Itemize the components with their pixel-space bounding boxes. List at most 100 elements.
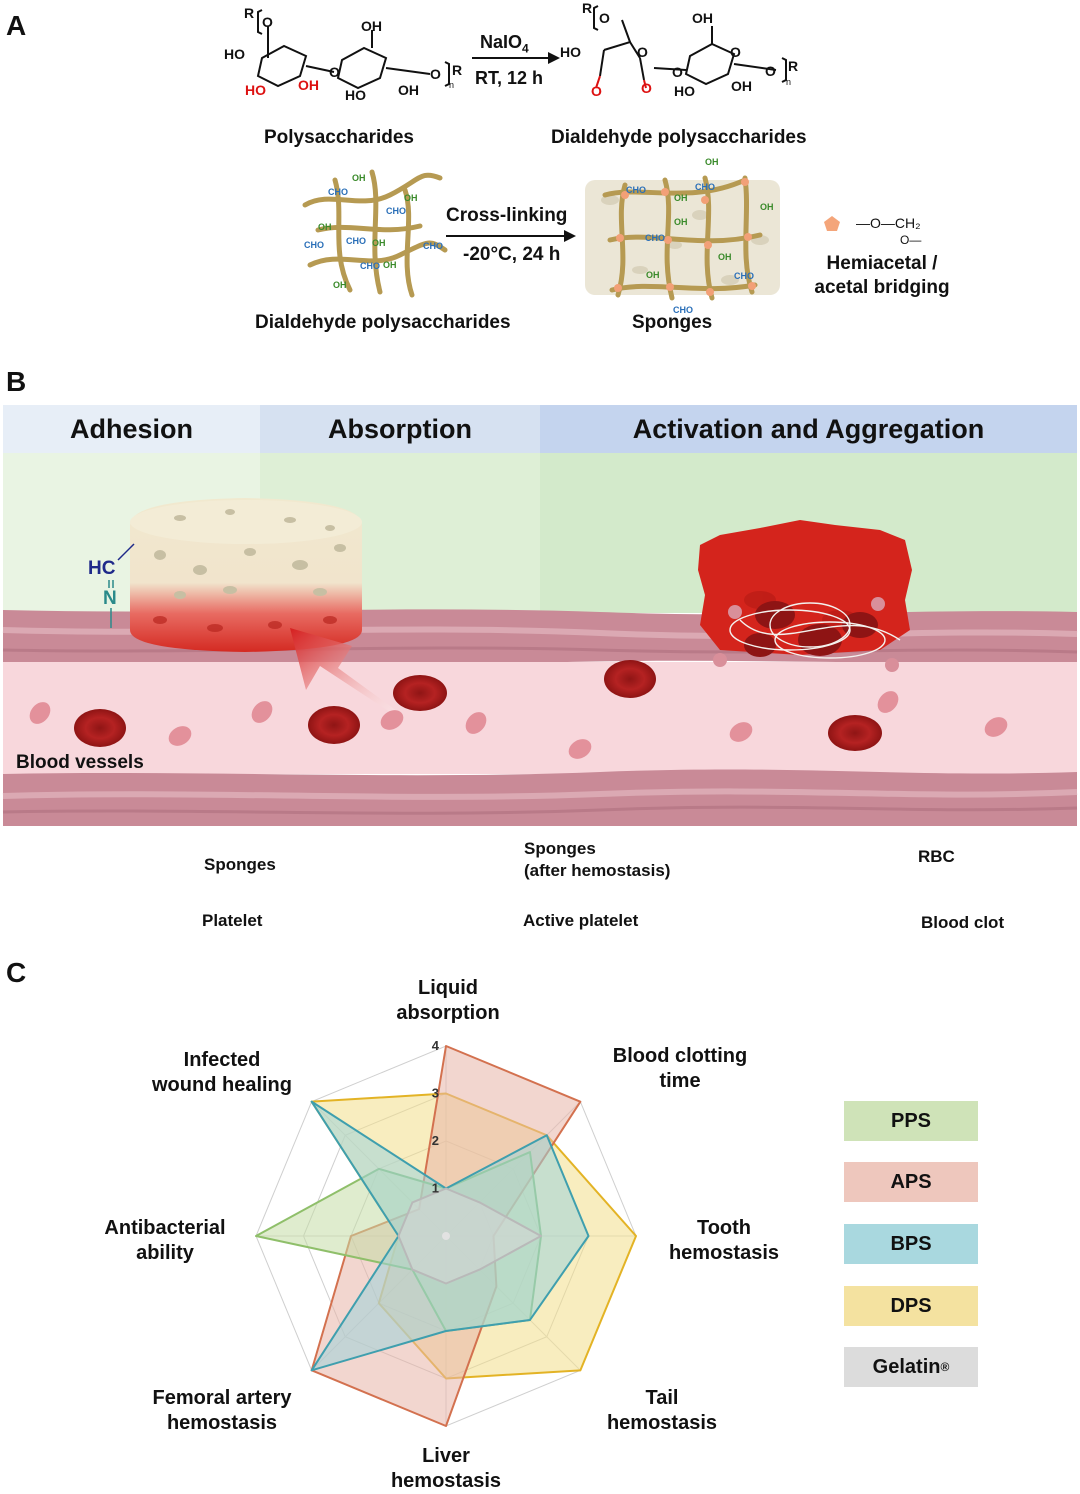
chem-oh-red: OH (298, 77, 319, 93)
chem-oh-top-1: OH (361, 18, 382, 34)
bridge-pentagon-icon (824, 216, 840, 231)
chem-r-2: R (582, 0, 593, 16)
legend-rbc: RBC (918, 847, 955, 866)
legend-gelatin-text: Gelatin (872, 1355, 941, 1378)
chem-o-link-2: O (672, 64, 683, 80)
net-oh-4: OH (372, 238, 386, 248)
bridge-line-2: acetal bridging (814, 277, 950, 298)
dialdehyde-label: Dialdehyde polysaccharides (551, 127, 807, 148)
header-activation-bg (540, 405, 1077, 453)
chem-o-end-2: O (765, 63, 776, 79)
axis-label-1-line2: time (659, 1070, 701, 1092)
chem-r-end-1: R (452, 62, 463, 78)
panel-a-graphics (256, 5, 840, 301)
net-oh-1: OH (352, 173, 366, 183)
header-absorption-bg (260, 405, 540, 453)
chem-o-aldehyde-2: O (641, 80, 652, 96)
axis-label-4-line1: Liver (422, 1445, 470, 1467)
radar-center-point (442, 1232, 450, 1240)
crosslink-label: Cross-linking (446, 205, 568, 226)
chem-o-ring-2: O (730, 44, 741, 60)
chem-r-1: R (244, 5, 255, 21)
header-activation: Activation and Aggregation (632, 413, 985, 444)
axis-label-infected-wound: Infected wound healing (140, 1048, 304, 1098)
chem-ho-red: HO (245, 82, 266, 98)
platelet-group (29, 691, 1008, 759)
legend-dps: DPS (844, 1286, 978, 1326)
header-adhesion: Adhesion (69, 413, 193, 444)
sponge-oh-5: OH (718, 252, 732, 262)
radar-tick-label: 4 (432, 1038, 440, 1053)
chem-ho-2: HO (345, 87, 366, 103)
axis-label-tooth: Tooth hemostasis (650, 1216, 798, 1266)
axis-label-5-line1: Femoral artery (152, 1387, 292, 1409)
chem-o-link: O (329, 64, 340, 80)
chem-o-end-1: O (430, 66, 441, 82)
network-label: Dialdehyde polysaccharides (255, 312, 511, 333)
chem-oh-2: OH (398, 82, 419, 98)
axis-label-liquid-absorption: Liquid absorption (368, 976, 528, 1026)
legend-blood-clot: Blood clot (921, 913, 1005, 932)
radar-tick-label: 2 (432, 1133, 439, 1148)
axis-label-3-line1: Tail (645, 1387, 679, 1409)
net-oh-6: OH (333, 280, 347, 290)
pyranose-ring-2 (336, 46, 388, 90)
axis-label-2-line1: Tooth (696, 1217, 752, 1239)
chem-r-end-2: R (788, 58, 799, 74)
crosslink-conditions: -20°C, 24 h (463, 244, 561, 265)
chem-oh-top-2: OH (692, 10, 713, 26)
axis-label-4-line2: hemostasis (390, 1470, 502, 1492)
polymer-network-left (302, 169, 448, 298)
chem-ho-1: HO (224, 46, 245, 62)
net-cho-5: CHO (304, 240, 324, 250)
axis-label-liver: Liver hemostasis (372, 1444, 520, 1494)
legend-active-platelet: Active platelet (523, 911, 639, 930)
blood-vessels-label: Blood vessels (16, 752, 144, 773)
axis-label-6-line1: Antibacterial (104, 1217, 226, 1239)
radar-tick-label: 3 (432, 1086, 439, 1101)
chem-o-1: O (262, 14, 273, 30)
axis-label-7-line2: wound healing (152, 1074, 292, 1096)
panel-label-b: B (6, 366, 27, 397)
sponge-cho-1: CHO (626, 185, 646, 195)
bridge-formula: —O—CH₂ (856, 215, 921, 231)
axis-label-3-line2: hemostasis (606, 1412, 718, 1434)
header-absorption: Absorption (328, 413, 472, 444)
sponges-label: Sponges (632, 312, 713, 333)
legend-bps: BPS (844, 1224, 978, 1264)
net-cho-1: CHO (328, 187, 348, 197)
sponge-cho-2: CHO (695, 182, 715, 192)
sponge-oh-6: OH (646, 270, 660, 280)
chem-o-ring: O (637, 44, 648, 60)
net-oh-3: OH (318, 222, 332, 232)
legend-platelet: Platelet (202, 911, 263, 930)
axis-label-1-line1: Blood clotting (612, 1045, 748, 1067)
net-cho-2: CHO (386, 206, 406, 216)
bridge-line-1: Hemiacetal / (826, 253, 938, 274)
net-cho-4: CHO (423, 241, 443, 251)
axis-label-tail: Tail hemostasis (588, 1386, 736, 1436)
axis-label-2-line2: hemostasis (668, 1242, 780, 1264)
bond-hc-label: HC (88, 558, 116, 579)
sponge-adhesion (130, 498, 362, 652)
rbc-group (74, 660, 882, 751)
panel-label-c: C (6, 957, 27, 988)
sponge-cho-5: CHO (673, 305, 693, 315)
fibrin-mesh (729, 602, 901, 659)
net-oh-2: OH (404, 193, 418, 203)
axis-label-blood-clotting: Blood clotting time (590, 1044, 770, 1094)
reagent-label: NaIO4 (480, 32, 529, 56)
absorption-arrow (290, 628, 404, 716)
polysaccharides-label: Polysaccharides (264, 127, 414, 148)
legend-aps: APS (844, 1162, 978, 1202)
legend-sponges-after: Sponges (after hemostasis) (524, 838, 670, 882)
legend-gelatin-sup: ® (940, 1360, 950, 1374)
sponge-oh-3: OH (760, 202, 774, 212)
sponge-oh-1: OH (705, 157, 719, 167)
header-adhesion-bg (3, 405, 260, 453)
bridge-legend-label: Hemiacetal / acetal bridging (800, 253, 964, 299)
radar-series-gelatin (397, 1187, 542, 1285)
legend-gelatin: Gelatin® (844, 1347, 978, 1387)
sponge-cho-4: CHO (734, 271, 754, 281)
